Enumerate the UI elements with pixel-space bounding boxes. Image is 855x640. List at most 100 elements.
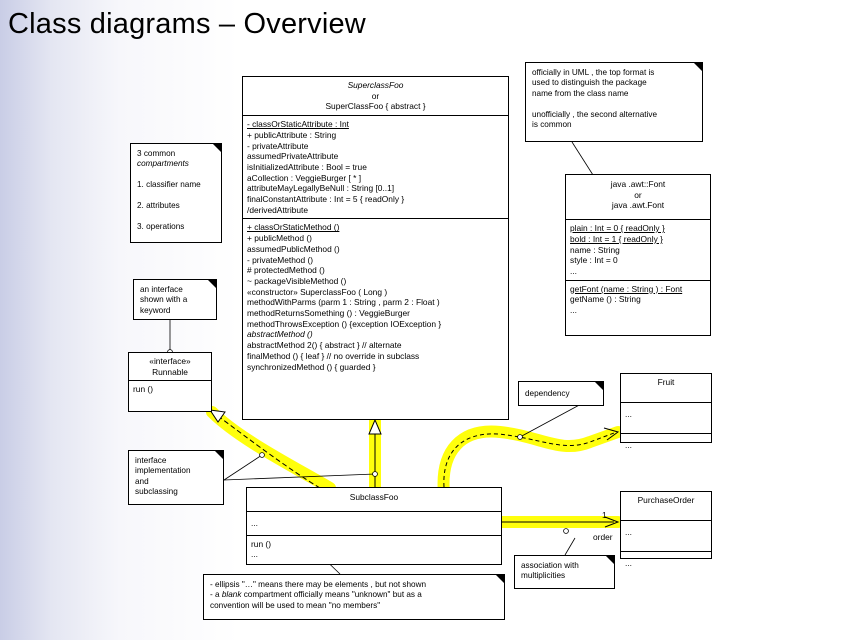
purchase-order-operation: ...: [625, 558, 632, 568]
note-text-line: an interface: [140, 285, 183, 294]
note-text-line: used to distinguish the package: [532, 78, 647, 88]
font-attribute: bold : Int = 1 { readOnly }: [570, 233, 663, 244]
purchase-order-name: PurchaseOrder: [637, 495, 695, 505]
superclass-operation: methodReturnsSomething () : VeggieBurger: [247, 308, 410, 319]
subclass-name: SubclassFoo: [349, 492, 399, 502]
purchase-order-class[interactable]: PurchaseOrder ... ...: [620, 491, 712, 568]
page-title: Class diagrams – Overview: [8, 8, 366, 40]
runnable-stereotype: «interface»: [149, 356, 191, 366]
note-text-line: multiplicities: [521, 571, 566, 581]
superclass-foo-class[interactable]: SuperclassFoo or SuperClassFoo { abstrac…: [242, 76, 509, 420]
superclass-name-italic: SuperclassFoo: [347, 80, 404, 90]
superclass-operation: methodWithParms (parm 1 : String , parm …: [247, 297, 440, 308]
fruit-attributes-compartment: ...: [621, 403, 711, 434]
fruit-operations-compartment: ...: [621, 434, 711, 454]
superclass-operation: - privateMethod (): [247, 254, 314, 265]
superclass-operation: abstractMethod 2() { abstract } // alter…: [247, 340, 402, 351]
fruit-operation: ...: [625, 440, 632, 450]
font-operation: ...: [570, 305, 577, 316]
font-attribute: style : Int = 0: [570, 255, 618, 266]
runnable-operation: run (): [133, 384, 154, 395]
fruit-attribute: ...: [625, 409, 632, 419]
font-attribute: name : String: [570, 244, 620, 255]
superclass-operation: assumedPublicMethod (): [247, 243, 340, 254]
superclass-attribute: isInitializedAttribute : Bool = true: [247, 161, 367, 172]
note-text-line: officially in UML , the top format is: [532, 68, 655, 77]
note-text-line: [137, 191, 207, 201]
superclass-operation: methodThrowsException () {exception IOEx…: [247, 318, 442, 329]
fruit-class[interactable]: Fruit ... ...: [620, 373, 712, 450]
association-arrowhead: [604, 516, 620, 528]
dependency-line: [443, 432, 615, 488]
subclass-attributes-compartment: ...: [247, 512, 501, 536]
font-attribute: plain : Int = 0 { readOnly }: [570, 223, 665, 234]
superclass-attribute: attributeMayLegallyBeNull : String [0..1…: [247, 183, 395, 194]
font-name-package: java .awt::Font: [610, 179, 666, 189]
note-text-line: - ellipsis "…" means there may be elemen…: [210, 580, 427, 589]
superclass-operation: «constructor» SuperclassFoo ( Long ): [247, 286, 388, 297]
purchase-order-attribute: ...: [625, 527, 632, 537]
note-text-line: shown with a: [140, 295, 188, 305]
font-name-or: or: [634, 189, 642, 200]
superclass-name-or: or: [371, 90, 380, 101]
generalization-arrowhead: [368, 418, 382, 435]
superclass-attribute: aCollection : VeggieBurger [ * ]: [247, 172, 362, 183]
note-text-line: [532, 99, 688, 109]
note-text-line: unofficially , the second alternative: [532, 109, 658, 119]
note-text-line: is common: [532, 120, 572, 130]
font-name-compartment: java .awt::Font or java .awt.Font: [566, 175, 710, 221]
runnable-name: Runnable: [152, 366, 188, 377]
note-ellipsis-blank: - ellipsis "…" means there may be elemen…: [203, 574, 505, 620]
java-awt-font-class[interactable]: java .awt::Font or java .awt.Font plain …: [565, 174, 711, 336]
subclass-operation: ...: [251, 549, 258, 560]
subclass-foo-class[interactable]: SubclassFoo ... run () ...: [246, 487, 502, 565]
superclass-foo-name-compartment: SuperclassFoo or SuperClassFoo { abstrac…: [243, 77, 508, 117]
superclass-operations-compartment: + classOrStaticMethod ()+ publicMethod (…: [243, 219, 508, 375]
font-operation: getFont (name : String ) : Font: [570, 283, 683, 294]
note-text-line: dependency: [525, 389, 570, 398]
font-name-dotted: java .awt.Font: [611, 200, 665, 211]
note-text-line: 2. attributes: [137, 201, 180, 211]
superclass-attribute: - classOrStaticAttribute : Int: [247, 119, 349, 130]
note-text-line: 3 common: [137, 149, 176, 158]
superclass-attribute: finalConstantAttribute : Int = 5 { readO…: [247, 194, 405, 205]
association-multiplicity: 1: [602, 510, 607, 520]
realization-line: [217, 415, 321, 489]
superclass-operation: ~ packageVisibleMethod (): [247, 275, 347, 286]
subclass-operations-compartment: run () ...: [247, 536, 501, 563]
highlight-interface-realization: [206, 406, 336, 494]
superclass-operation: + classOrStaticMethod (): [247, 222, 340, 233]
purchase-order-name-compartment: PurchaseOrder: [621, 492, 711, 521]
realization-arrowhead: [208, 409, 226, 423]
note-text-line: implementation: [135, 466, 191, 476]
note-text-line: [137, 211, 207, 221]
note-dependency: dependency: [518, 381, 604, 406]
superclass-operation: synchronizedMethod () { guarded }: [247, 361, 376, 372]
font-attributes-compartment: plain : Int = 0 { readOnly }bold : Int =…: [566, 220, 710, 281]
subclass-name-compartment: SubclassFoo: [247, 488, 501, 512]
subclass-attribute: ...: [251, 517, 258, 528]
font-operation: getName () : String: [570, 294, 641, 305]
fruit-name: Fruit: [657, 377, 675, 387]
note-text-line: convention will be used to mean "no memb…: [210, 600, 381, 610]
runnable-operations-compartment: run (): [129, 381, 211, 398]
note-text-line: subclassing: [135, 487, 178, 497]
note-text-line: 1. classifier name: [137, 180, 201, 190]
runnable-name-compartment: «interface» Runnable: [129, 353, 211, 382]
note-text-line: interface: [135, 456, 167, 465]
note-text-line: compartments: [137, 159, 189, 169]
subclass-operation: run (): [251, 538, 272, 549]
note-text-line: keyword: [140, 305, 171, 315]
association-role: order: [593, 532, 613, 542]
note-text-line: [137, 170, 207, 180]
fruit-name-compartment: Fruit: [621, 374, 711, 403]
superclass-operation: finalMethod () { leaf } // no override i…: [247, 350, 420, 361]
runnable-interface[interactable]: «interface» Runnable run (): [128, 352, 212, 412]
note-text-line: - a blank compartment officially means "…: [210, 590, 422, 600]
note-text-line: 3. operations: [137, 221, 185, 231]
